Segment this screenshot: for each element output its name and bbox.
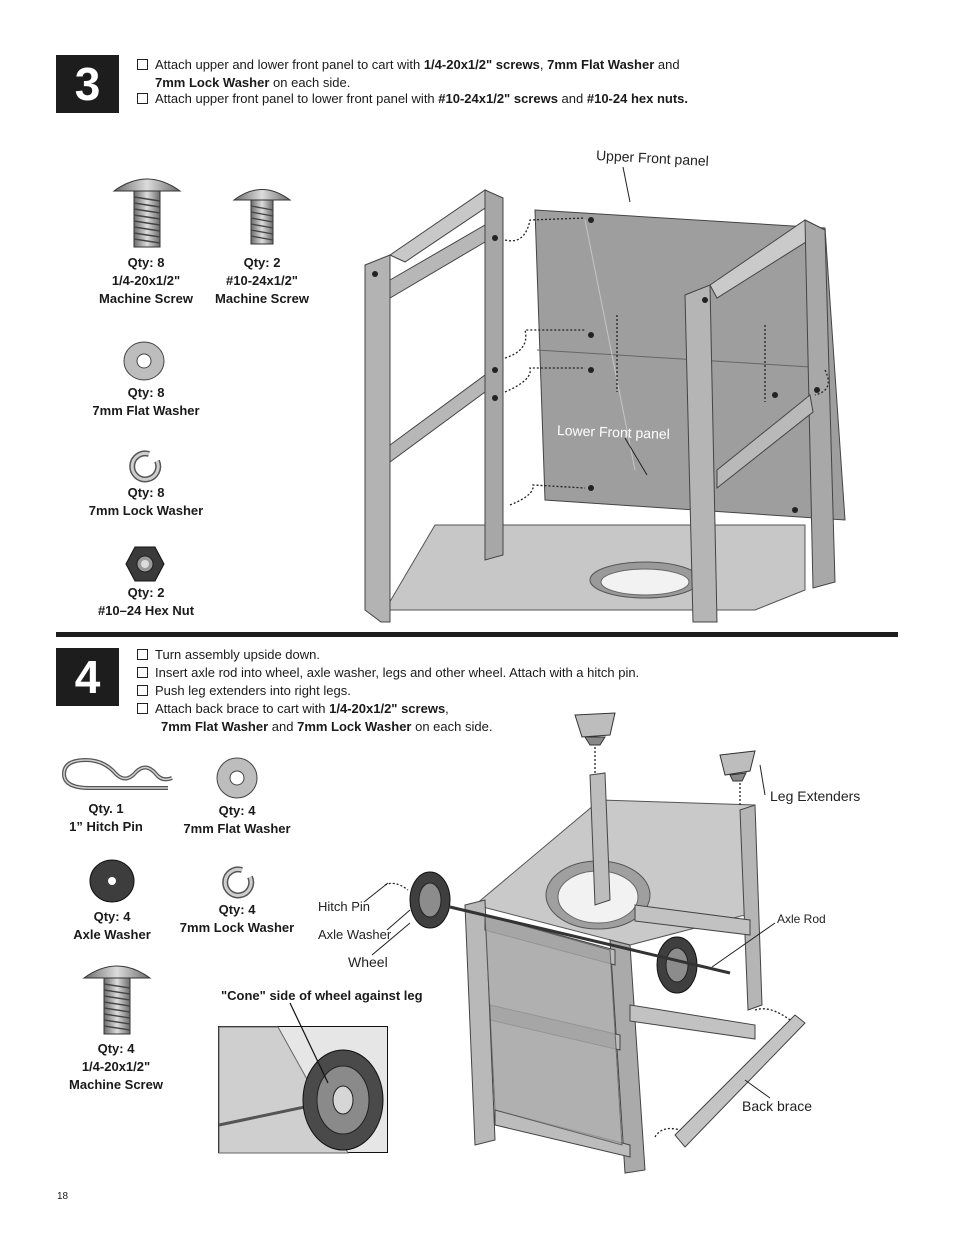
back-brace-label: Back brace	[742, 1098, 813, 1114]
step-4-instruction-3: Push leg extenders into right legs.	[137, 682, 351, 700]
step-3-instruction-1-continued: 7mm Lock Washer on each side.	[155, 75, 351, 90]
axle-washer-icon	[89, 859, 135, 903]
part-caption: Qty: 2#10–24 Hex Nut	[97, 585, 195, 618]
hitch-pin-label: Hitch Pin	[318, 899, 371, 914]
step-4-instruction-1: Turn assembly upside down.	[137, 646, 320, 664]
upper-front-panel-label: Upper Front panel	[595, 147, 710, 169]
checkbox[interactable]	[137, 685, 148, 696]
machine-screw-icon	[112, 178, 182, 248]
checkbox[interactable]	[137, 667, 148, 678]
wheel-detail-inset	[218, 1002, 388, 1154]
lock-washer-icon	[222, 866, 255, 899]
step-4-instruction-4-continued: 7mm Flat Washer and 7mm Lock Washer on e…	[161, 719, 493, 734]
flat-washer-icon	[216, 757, 258, 799]
step-4-number: 4	[56, 648, 119, 706]
wheel-label: Wheel	[348, 954, 388, 970]
axle-washer-label: Axle Washer	[318, 927, 392, 942]
step-4-instruction-4: Attach back brace to cart with 1/4-20x1/…	[137, 700, 449, 718]
checkbox[interactable]	[137, 703, 148, 714]
hex-nut-icon	[125, 546, 165, 582]
lock-washer-icon	[129, 450, 162, 483]
axle-rod-label: Axle Rod	[777, 912, 826, 926]
machine-screw-icon	[82, 965, 152, 1035]
flat-washer-icon	[123, 341, 165, 381]
machine-screw-icon	[232, 189, 292, 245]
checkbox[interactable]	[137, 59, 148, 70]
step-4-instruction-2: Insert axle rod into wheel, axle washer,…	[137, 664, 639, 682]
step-3-number: 3	[56, 55, 119, 113]
hitch-pin-icon	[61, 757, 173, 790]
step-3-instruction-2: Attach upper front panel to lower front …	[137, 90, 688, 108]
cart-front-panel-illustration	[364, 166, 846, 623]
leg-extenders-label: Leg Extenders	[770, 788, 861, 804]
leg-extender-icon	[574, 712, 616, 746]
cart-wheel-assembly-illustration	[363, 712, 806, 1174]
cone-side-note: "Cone" side of wheel against leg	[221, 988, 423, 1003]
page-number: 18	[57, 1191, 69, 1202]
checkbox[interactable]	[137, 649, 148, 660]
step-3-instruction-1: Attach upper and lower front panel to ca…	[137, 56, 680, 74]
part-caption: Qty: 2#10-24x1/2"Machine Screw	[215, 255, 309, 306]
section-divider	[56, 632, 898, 637]
checkbox[interactable]	[137, 93, 148, 104]
